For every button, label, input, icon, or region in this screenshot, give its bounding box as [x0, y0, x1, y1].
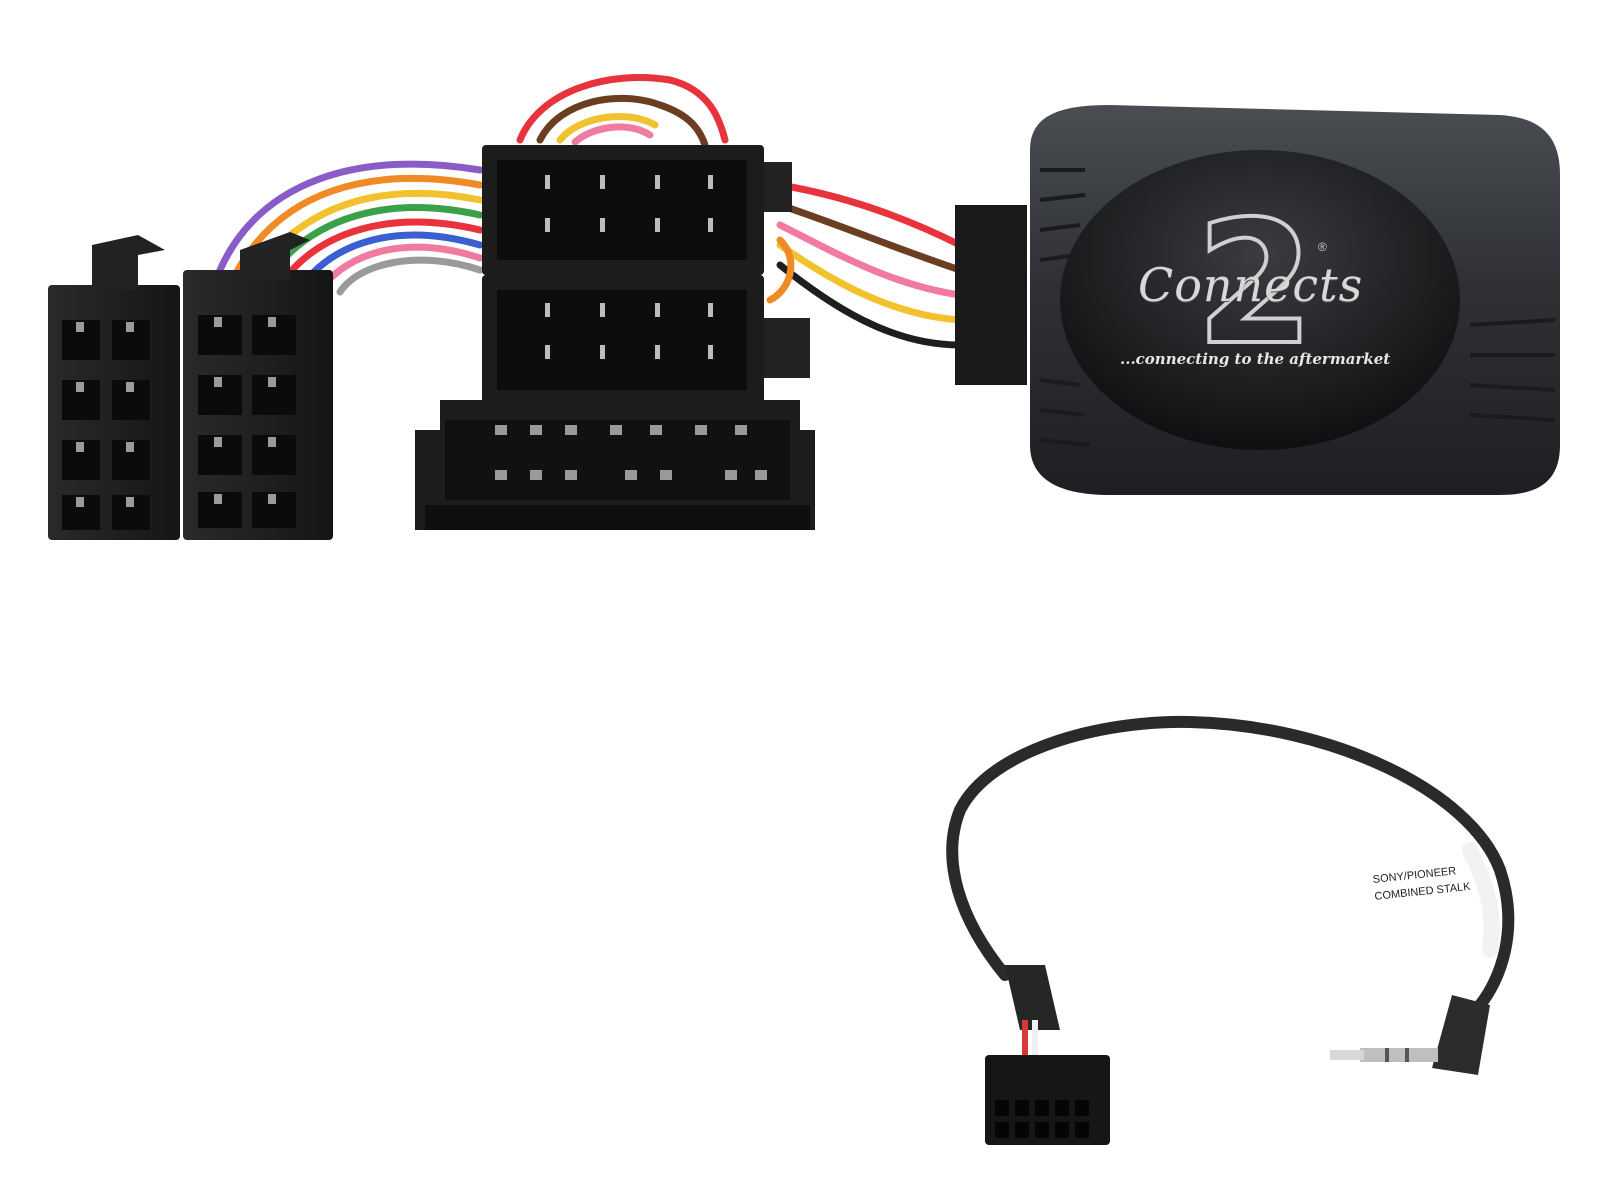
- vehicle-connector-lower: [482, 275, 810, 405]
- brand-logo-text: Connects: [1138, 258, 1364, 312]
- iso-connector-left: [48, 235, 180, 540]
- stalk-cable: [946, 715, 1515, 1011]
- multi-pin-plug: [985, 965, 1110, 1145]
- interface-module: 2: [955, 105, 1560, 495]
- vehicle-connector-upper: [482, 145, 792, 275]
- iso-connector-right: [183, 232, 333, 540]
- registered-mark: ®: [1318, 240, 1327, 254]
- brand-numeral: 2: [1196, 185, 1314, 383]
- quadlock-connector: [415, 400, 815, 530]
- brand-tagline: ...connecting to the aftermarket: [1120, 350, 1391, 368]
- jack-3-5mm: [1330, 995, 1490, 1075]
